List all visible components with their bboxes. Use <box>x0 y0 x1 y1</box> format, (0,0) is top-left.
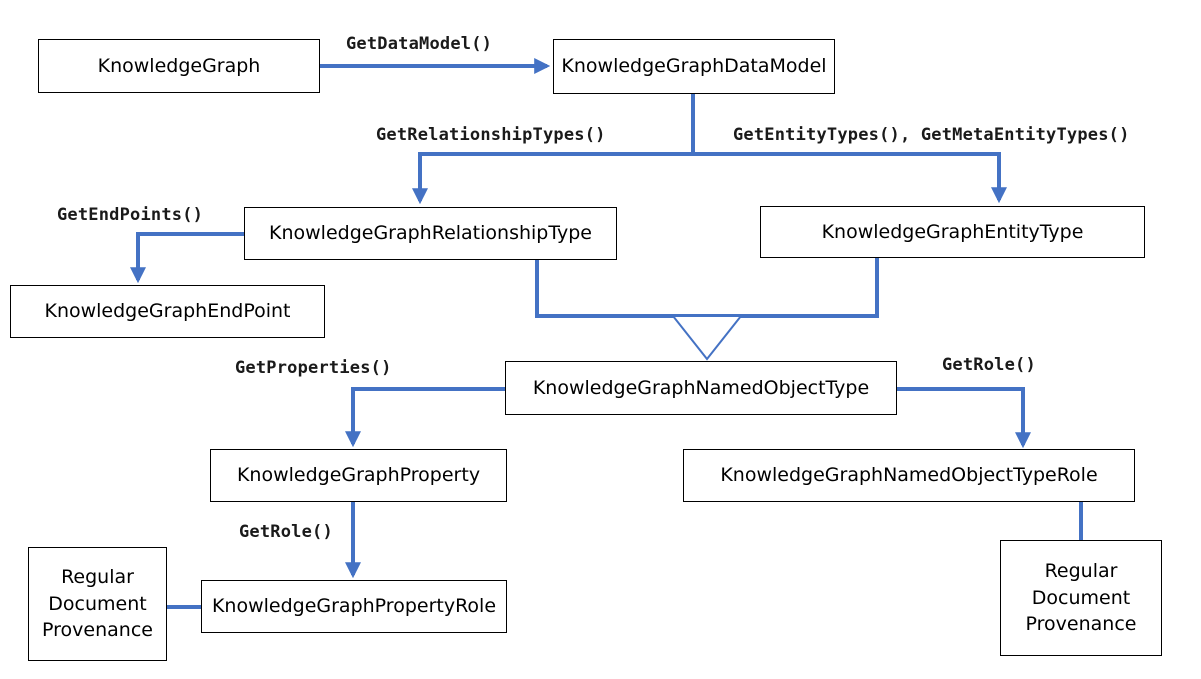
node-label: KnowledgeGraphEntityType <box>821 220 1084 243</box>
edge-label-get-end-points: GetEndPoints() <box>57 205 204 225</box>
node-label-line: Document <box>48 592 147 615</box>
node-label: KnowledgeGraphEndPoint <box>44 300 291 323</box>
edge-label-get-entity-types: GetEntityTypes(), GetMetaEntityTypes() <box>733 125 1130 145</box>
node-relationship-type[interactable]: KnowledgeGraphRelationshipType <box>244 207 617 260</box>
node-label: KnowledgeGraph <box>97 54 261 77</box>
node-label-line: Provenance <box>1025 613 1137 636</box>
node-entity-type[interactable]: KnowledgeGraphEntityType <box>760 206 1145 258</box>
edge-label-get-role-property: GetRole() <box>239 522 333 542</box>
node-label: KnowledgeGraphRelationshipType <box>269 222 592 245</box>
node-named-object-type-role[interactable]: KnowledgeGraphNamedObjectTypeRole <box>683 449 1135 502</box>
node-label-line: Regular <box>61 566 134 589</box>
edge-get-properties <box>345 387 505 448</box>
node-provenance-right[interactable]: Regular Document Provenance <box>1000 540 1162 656</box>
node-label-line: Regular <box>1044 560 1118 583</box>
node-provenance-left[interactable]: Regular Document Provenance <box>28 547 167 661</box>
inheritance-triangle <box>670 315 744 361</box>
node-property[interactable]: KnowledgeGraphProperty <box>210 449 507 502</box>
edge-get-entity-types <box>693 152 1007 204</box>
node-label: KnowledgeGraphNamedObjectTypeRole <box>720 464 1098 487</box>
edge-label-get-properties: GetProperties() <box>235 358 392 378</box>
edge-relationship-inherits <box>535 260 707 318</box>
node-end-point[interactable]: KnowledgeGraphEndPoint <box>10 285 325 338</box>
node-label: KnowledgeGraphDataModel <box>561 55 827 78</box>
edge-get-end-points <box>130 232 245 284</box>
node-label: KnowledgeGraphPropertyRole <box>211 595 497 618</box>
node-label: KnowledgeGraphNamedObjectType <box>532 376 870 399</box>
node-label-line: Provenance <box>42 619 153 642</box>
node-knowledge-graph[interactable]: KnowledgeGraph <box>38 39 320 93</box>
edge-get-relationship-types <box>412 94 695 205</box>
node-data-model[interactable]: KnowledgeGraphDataModel <box>553 39 835 94</box>
node-property-role[interactable]: KnowledgeGraphPropertyRole <box>201 580 507 633</box>
edge-label-get-relationship-types: GetRelationshipTypes() <box>376 125 606 145</box>
node-named-object-type[interactable]: KnowledgeGraphNamedObjectType <box>505 361 897 415</box>
edge-entity-inherits <box>707 258 879 318</box>
edge-get-role-named <box>897 387 1031 449</box>
node-label-line: Document <box>1031 586 1131 609</box>
edge-label-get-role-named: GetRole() <box>942 355 1036 375</box>
node-label: KnowledgeGraphProperty <box>236 464 481 487</box>
edge-label-get-data-model: GetDataModel() <box>346 34 493 54</box>
